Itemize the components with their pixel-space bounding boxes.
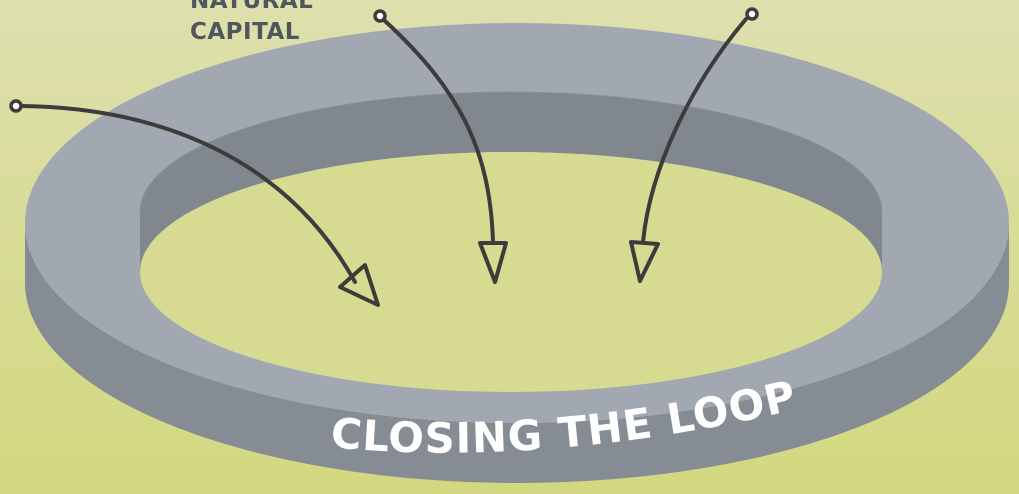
natural-capital-label-line-1: NATURAL xyxy=(190,0,350,17)
arrow-left-origin-dot xyxy=(11,101,21,111)
arrow-middle-origin-dot xyxy=(375,11,385,21)
natural-capital-label-line-2: CAPITAL xyxy=(190,17,350,48)
ring-hole xyxy=(140,152,882,392)
natural-capital-label: NATURAL CAPITAL xyxy=(190,0,350,48)
arrow-right-origin-dot xyxy=(747,9,757,19)
